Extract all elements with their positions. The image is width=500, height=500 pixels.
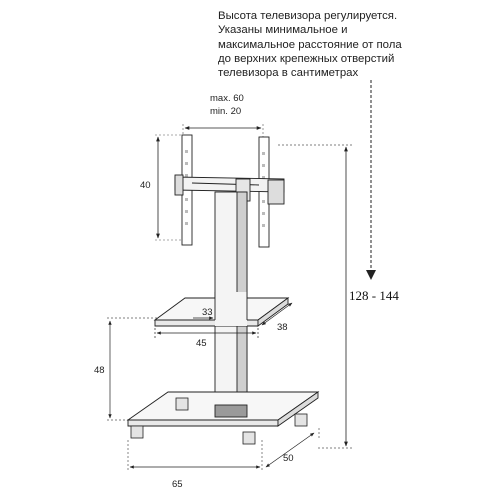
note-line: телевизора в сантиметрах [218, 67, 359, 80]
base-width-label: 65 [172, 479, 183, 490]
shelf-depth-label: 38 [277, 322, 288, 333]
base-feet [130, 397, 308, 445]
max-width-label: max. 60 [210, 93, 244, 104]
base-dimensions [127, 428, 320, 470]
note-line: Указаны минимальное и [218, 24, 348, 37]
shelf-width-label: 45 [196, 338, 207, 349]
bracket-height-label: 40 [140, 180, 151, 191]
shelf-dimensions [154, 302, 293, 338]
shelf-height-label: 48 [94, 365, 105, 376]
min-width-label: min. 20 [210, 106, 241, 117]
tv-bracket [174, 134, 285, 248]
note-line: максимальное расстояние от пола [218, 38, 402, 51]
glass-shelf [153, 292, 290, 327]
note-line: до верхних крепежных отверстий [218, 52, 395, 65]
glass-base [126, 391, 320, 427]
shelf-depth-small-label: 33 [202, 307, 213, 318]
base-depth-label: 50 [283, 453, 294, 464]
shelf-height-dimension [107, 317, 157, 421]
height-adjust-note: Высота телевизора регулируется. Указаны … [218, 9, 408, 80]
height-range-label: 128 - 144 [349, 288, 399, 303]
overall-height-dimension [278, 144, 352, 449]
bracket-height-dimension [155, 134, 184, 241]
note-arrow [366, 80, 376, 280]
bracket-width-dimension [182, 124, 264, 140]
note-line: Высота телевизора регулируется. [218, 10, 398, 22]
